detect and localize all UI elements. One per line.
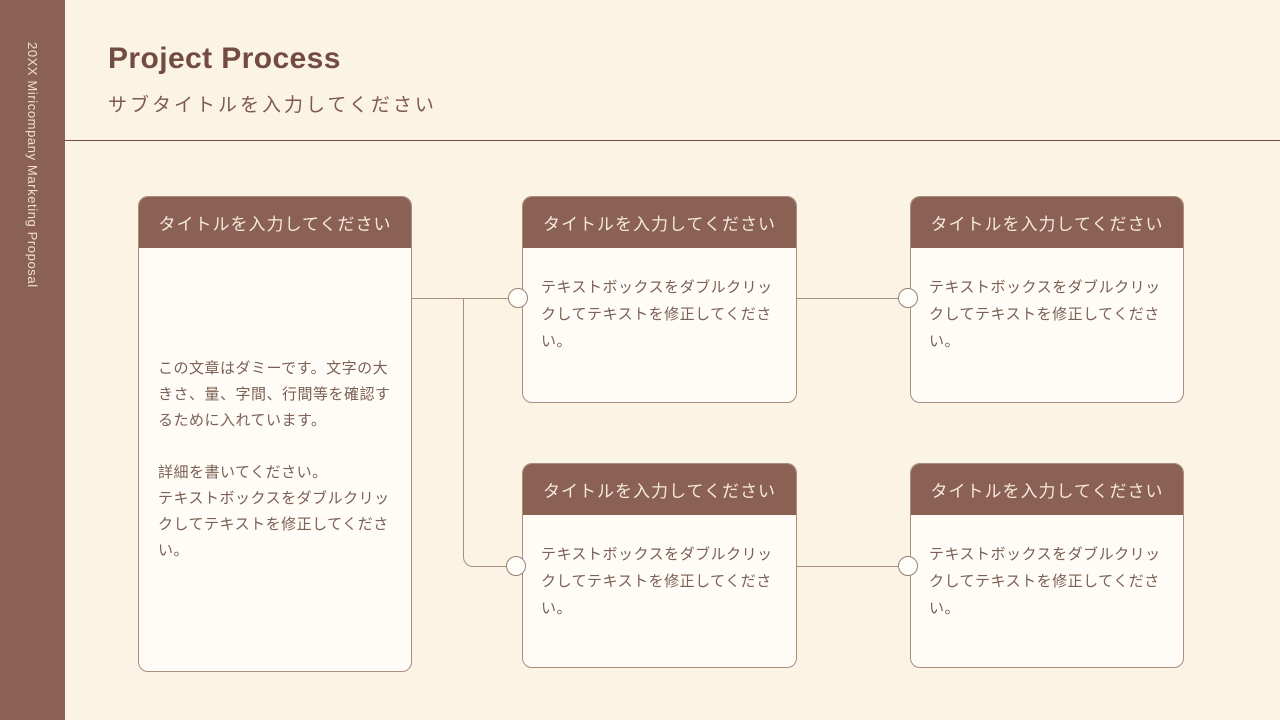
card-paragraph[interactable]: この文章はダミーです。文字の大きさ、量、字間、行間等を確認するために入れています… (158, 359, 391, 429)
sidebar-vertical-label: 20XX Miricompany Marketing Proposal (25, 42, 40, 288)
card-body-text[interactable]: この文章はダミーです。文字の大きさ、量、字間、行間等を確認するために入れています… (139, 248, 411, 671)
process-card-top-right[interactable]: タイトルを入力してください テキストボックスをダブルクリックしてテキストを修正し… (910, 196, 1184, 403)
card-paragraph-line[interactable]: テキストボックスをダブルクリックしてテキストを修正してください。 (158, 489, 390, 559)
connector-node-icon (506, 556, 526, 576)
card-paragraph-line[interactable]: 詳細を書いてください。 (158, 463, 328, 481)
process-card-main[interactable]: タイトルを入力してください この文章はダミーです。文字の大きさ、量、字間、行間等… (138, 196, 412, 672)
card-body-text[interactable]: テキストボックスをダブルクリックしてテキストを修正してください。 (541, 279, 773, 350)
process-card-bot-mid[interactable]: タイトルを入力してください テキストボックスをダブルクリックしてテキストを修正し… (522, 463, 797, 668)
connector-main-to-bot-mid (463, 299, 507, 567)
card-body-text[interactable]: テキストボックスをダブルクリックしてテキストを修正してください。 (929, 546, 1161, 617)
connector-node-icon (508, 288, 528, 308)
connector-top-mid-to-top-right (797, 298, 898, 299)
page-title[interactable]: Project Process (108, 42, 341, 75)
process-card-bot-right[interactable]: タイトルを入力してください テキストボックスをダブルクリックしてテキストを修正し… (910, 463, 1184, 668)
card-title-bar[interactable]: タイトルを入力してください (139, 197, 411, 248)
connector-bot-mid-to-bot-right (797, 566, 898, 567)
page-subtitle[interactable]: サブタイトルを入力してください (108, 95, 437, 116)
process-card-top-mid[interactable]: タイトルを入力してください テキストボックスをダブルクリックしてテキストを修正し… (522, 196, 797, 403)
card-title-bar[interactable]: タイトルを入力してください (911, 197, 1183, 248)
card-title-bar[interactable]: タイトルを入力してください (523, 197, 796, 248)
connector-node-icon (898, 556, 918, 576)
card-body-text[interactable]: テキストボックスをダブルクリックしてテキストを修正してください。 (541, 546, 773, 617)
card-title-bar[interactable]: タイトルを入力してください (911, 464, 1183, 515)
sidebar: 20XX Miricompany Marketing Proposal (0, 0, 65, 720)
connector-main-to-top-mid (412, 298, 508, 299)
card-paragraph[interactable]: 詳細を書いてください。 テキストボックスをダブルクリックしてテキストを修正してく… (158, 460, 392, 564)
header-divider (65, 140, 1280, 141)
card-body-text[interactable]: テキストボックスをダブルクリックしてテキストを修正してください。 (929, 279, 1161, 350)
connector-node-icon (898, 288, 918, 308)
card-title-bar[interactable]: タイトルを入力してください (523, 464, 796, 515)
